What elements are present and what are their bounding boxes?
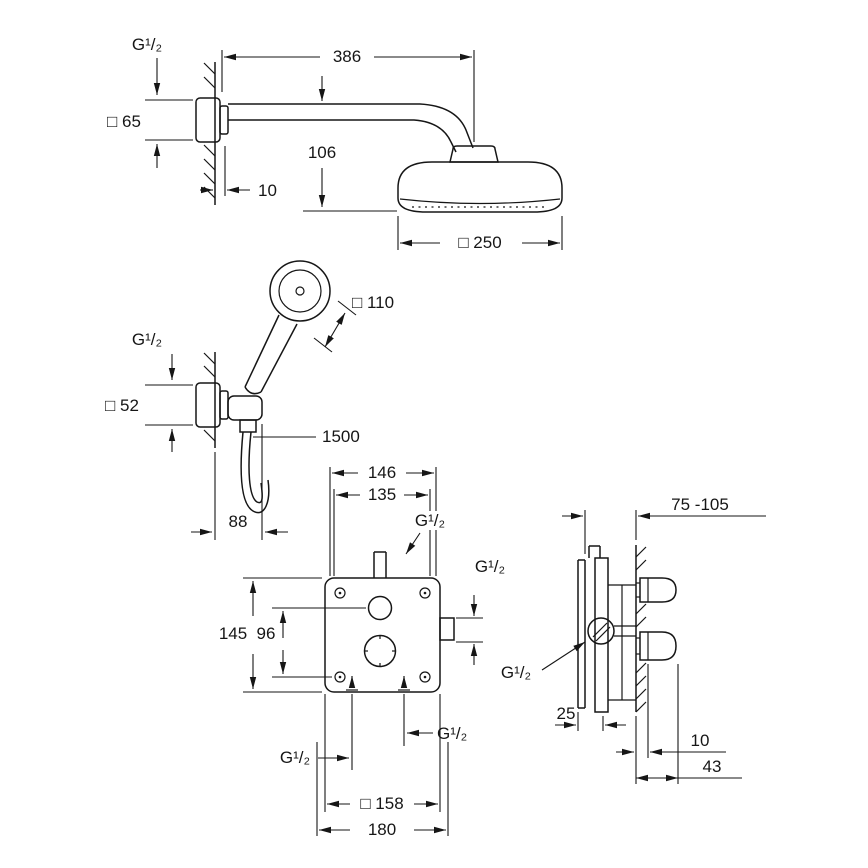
wall-lower	[203, 352, 216, 448]
shower-arm-flange	[195, 97, 229, 143]
dim-holder-88: 88	[191, 424, 288, 540]
diverter-knob	[367, 595, 393, 621]
label-head-width: □ 250	[458, 233, 501, 252]
dim-hose-1500: 1500	[253, 427, 360, 446]
label-head-thread: G¹/₂	[132, 35, 162, 54]
dim-flange-65: □ 65	[107, 99, 193, 168]
dim-flange-52: □ 52	[105, 384, 193, 452]
dim-head-250: □ 250	[397, 216, 563, 252]
dim-thread-hand: G¹/₂	[132, 330, 176, 380]
label-hose-length: 1500	[322, 427, 360, 446]
label-valve-thread-top: G¹/₂	[415, 511, 445, 530]
label-wall-depth: 10	[691, 731, 710, 750]
label-head-drop: 106	[308, 143, 336, 162]
dim-arm-386: 386	[221, 47, 475, 142]
label-hand-width: □ 110	[352, 293, 394, 312]
dim-wall-depth-10: 10	[616, 664, 726, 784]
wall-outlet-flange	[195, 382, 229, 428]
side-knob-bottom	[639, 631, 677, 661]
label-width-180: 180	[368, 820, 396, 839]
head-shower	[397, 161, 563, 213]
thermostat-knob	[363, 634, 397, 668]
label-width-146: 146	[368, 463, 396, 482]
label-install-depth: 75 -105	[671, 495, 729, 514]
valve-side-view	[577, 545, 677, 713]
valve-front-view	[324, 551, 455, 693]
label-holder-depth: 88	[229, 512, 248, 531]
dim-drop-106: 106	[303, 76, 397, 212]
dim-plate-158: □ 158	[324, 694, 441, 813]
shower-arm	[228, 103, 499, 163]
label-valve-thread-side: G¹/₂	[475, 557, 505, 576]
shower-hose	[240, 431, 270, 514]
dim-height-145: 145	[219, 577, 322, 693]
dim-hand-110: □ 110	[313, 293, 394, 353]
label-head-flange: □ 65	[107, 112, 141, 131]
dim-wall-offset-10: 10	[200, 146, 277, 200]
label-back-offset: 25	[557, 704, 576, 723]
label-height-145: 145	[219, 624, 247, 643]
label-outlet-flange: □ 52	[105, 396, 139, 415]
dim-bottom-outlets: G¹/₂ G¹/₂	[280, 694, 478, 770]
label-width-135: 135	[368, 485, 396, 504]
label-height-96: 96	[257, 624, 276, 643]
dim-width-180: 180	[316, 742, 449, 839]
dim-thread-side-view: G¹/₂	[501, 641, 586, 682]
label-valve-thread-bottom-left: G¹/₂	[280, 748, 310, 767]
dim-width-135: 135	[333, 485, 431, 576]
label-wall-offset: 10	[258, 181, 277, 200]
dim-thread-valve-top: G¹/₂	[405, 511, 455, 555]
hand-shower-holder	[227, 395, 263, 433]
hand-shower	[244, 260, 331, 395]
dim-height-96: 96	[257, 607, 366, 678]
dim-back-offset-25: 25	[555, 704, 626, 731]
label-total-depth: 43	[703, 757, 722, 776]
label-arm-length: 386	[333, 47, 361, 66]
label-plate-width: □ 158	[360, 794, 403, 813]
dim-total-depth-43: 43	[636, 664, 742, 784]
dim-thread-top: G¹/₂	[132, 35, 162, 95]
dim-install-depth: 75 -105	[562, 495, 766, 554]
label-outlet-thread: G¹/₂	[132, 330, 162, 349]
dim-thread-valve-side: G¹/₂	[456, 557, 505, 665]
side-knob-top	[639, 577, 677, 603]
wall-upper	[203, 62, 216, 205]
side-connection-port	[587, 617, 615, 645]
label-side-thread: G¹/₂	[501, 663, 531, 682]
label-valve-thread-bottom-right: G¹/₂	[437, 724, 467, 743]
